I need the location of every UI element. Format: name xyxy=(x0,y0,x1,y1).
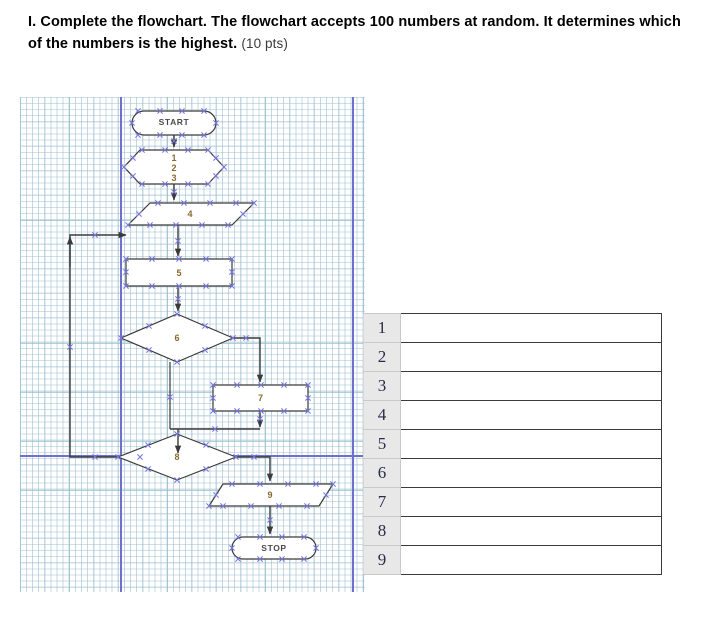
row-number: 6 xyxy=(363,458,401,488)
table-row[interactable]: 9 xyxy=(363,545,662,575)
answer-table-body: 1 2 3 4 5 6 7 8 xyxy=(363,313,662,575)
answer-cell[interactable] xyxy=(400,400,662,430)
answer-cell[interactable] xyxy=(400,545,662,575)
node-8 xyxy=(117,433,237,481)
row-number: 7 xyxy=(363,487,401,517)
question-points: (10 pts) xyxy=(241,35,288,51)
table-row[interactable]: 6 xyxy=(363,458,662,488)
table-row[interactable]: 1 xyxy=(363,313,662,343)
table-row[interactable]: 2 xyxy=(363,342,662,372)
node-4 xyxy=(127,202,255,226)
table-row[interactable]: 5 xyxy=(363,429,662,459)
row-number: 4 xyxy=(363,400,401,430)
answer-cell[interactable] xyxy=(400,313,662,343)
table-row[interactable]: 4 xyxy=(363,400,662,430)
node-stop-label: STOP xyxy=(261,543,287,553)
question-prompt: I. Complete the flowchart. The flowchart… xyxy=(28,12,688,56)
node-6 xyxy=(120,313,234,363)
margin-guide-left xyxy=(120,97,122,592)
table-row[interactable]: 7 xyxy=(363,487,662,517)
row-number: 5 xyxy=(363,429,401,459)
node-5 xyxy=(125,258,233,287)
row-number: 9 xyxy=(363,545,401,575)
table-row[interactable]: 3 xyxy=(363,371,662,401)
grid-major-line xyxy=(20,392,365,393)
answer-cell[interactable] xyxy=(400,487,662,517)
node-9 xyxy=(208,483,334,507)
answer-cell[interactable] xyxy=(400,342,662,372)
table-row[interactable]: 8 xyxy=(363,516,662,546)
margin-guide-right xyxy=(352,97,354,592)
edge-8-9 xyxy=(236,456,274,482)
row-number: 3 xyxy=(363,371,401,401)
row-number: 2 xyxy=(363,342,401,372)
grid-major-line xyxy=(20,97,21,592)
flowchart-canvas[interactable]: START 1 2 3 4 5 6 7 8 9 STOP xyxy=(20,97,365,592)
row-number: 1 xyxy=(363,313,401,343)
answer-table[interactable]: 1 2 3 4 5 6 7 8 xyxy=(363,313,662,575)
grid-major-line xyxy=(265,97,266,592)
node-123 xyxy=(123,149,225,185)
answer-cell[interactable] xyxy=(400,458,662,488)
answer-cell[interactable] xyxy=(400,516,662,546)
node-start-label: START xyxy=(158,117,190,127)
answer-cell[interactable] xyxy=(400,371,662,401)
edge-8-loop-4 xyxy=(69,231,127,458)
edge-6-7 xyxy=(233,337,264,383)
question-text: Complete the flowchart. The flowchart ac… xyxy=(28,14,681,52)
row-number: 8 xyxy=(363,516,401,546)
node-7 xyxy=(212,384,309,412)
flowchart-shapes[interactable] xyxy=(20,97,365,592)
grid-major-line xyxy=(20,490,365,491)
question-number: I. xyxy=(28,14,37,30)
answer-cell[interactable] xyxy=(400,429,662,459)
